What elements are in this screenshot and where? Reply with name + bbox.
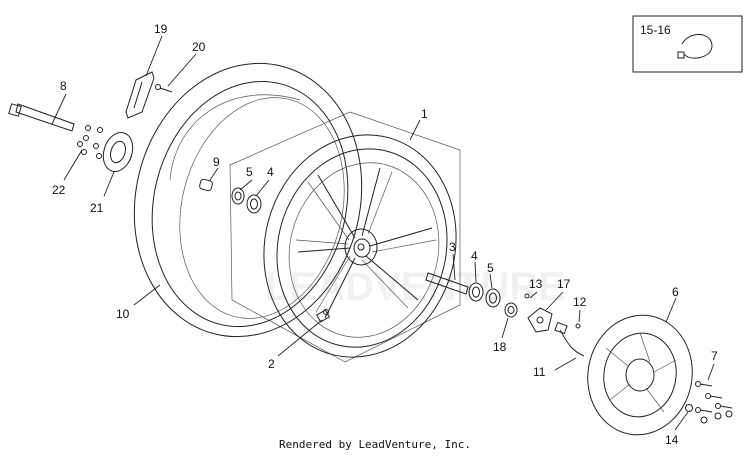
rim-outline [229,111,461,363]
callout-10: 10 [116,307,130,321]
sensor-ring [102,131,134,173]
rendered-by-credit: Rendered by LeadVenture, Inc. [278,438,472,451]
screw [155,84,173,93]
callout-17: 17 [557,277,571,291]
brake-disc [587,314,693,436]
callout-1: 1 [421,107,428,121]
inset-label: 15-16 [640,23,671,37]
spacer-right [425,272,469,295]
leader-lines [51,35,715,431]
callout-5: 5 [487,261,494,275]
callout-13: 13 [529,277,543,291]
callout-2: 2 [268,357,275,371]
screw-13 [524,293,530,299]
watermark: LEADVENTURE [265,265,565,309]
disc-washers [685,404,733,424]
wheel-rim [263,134,457,358]
callout-5: 5 [246,165,253,179]
callout-7: 7 [711,349,718,363]
seal-left [231,187,245,205]
seal-right [485,288,501,308]
callout-18: 18 [493,340,507,354]
spacer-left [199,178,213,192]
wheel-axle [8,103,75,132]
inset-box: 15-16 [632,15,743,73]
nuts [77,125,103,159]
callout-3: 3 [449,240,456,254]
callout-14: 14 [665,433,679,447]
callout-6: 6 [672,285,679,299]
sensor-bracket [125,71,155,119]
screw-12 [575,323,581,329]
callout-19: 19 [154,22,168,36]
callout-20: 20 [192,40,206,54]
callout-9: 9 [213,155,220,169]
speed-sensor [527,307,553,333]
callout-21: 21 [90,201,104,215]
disc-bolts [695,381,733,413]
callout-22: 22 [52,183,66,197]
callout-11: 11 [533,365,546,379]
bearing-right [468,282,484,302]
callout-numbers: 1 2 3 4 4 5 5 6 7 8 9 10 11 12 13 14 17 … [52,22,718,447]
sensor-cable [554,321,585,357]
tyre [133,62,363,338]
callout-12: 12 [573,295,587,309]
bearing-left [246,194,262,214]
valve-stem [315,309,331,323]
callout-4: 4 [267,165,274,179]
spacer-18 [504,302,518,318]
callout-4: 4 [471,249,478,263]
callout-8: 8 [60,79,67,93]
